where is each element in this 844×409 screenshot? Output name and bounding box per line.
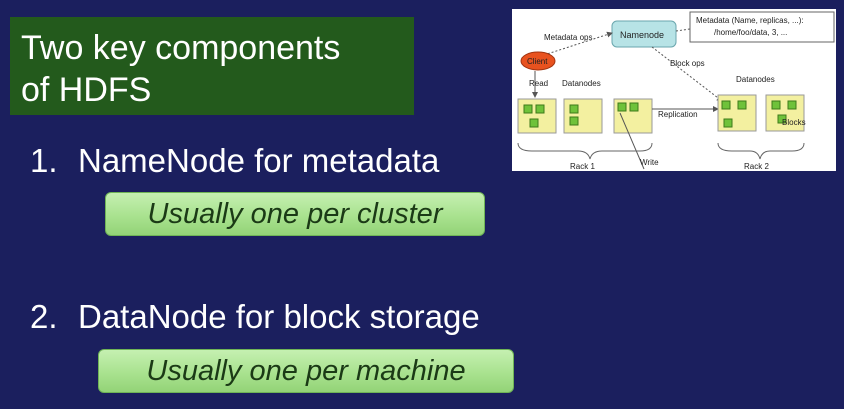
blocks-label: Blocks xyxy=(782,118,806,127)
block-ops-arrow xyxy=(651,46,723,102)
block-square xyxy=(535,104,545,114)
write-label: Write xyxy=(640,158,659,167)
datanodes-right-label: Datanodes xyxy=(736,75,775,84)
datanode-box xyxy=(517,98,557,134)
rack-1-label: Rack 1 xyxy=(570,162,595,171)
datanode-box xyxy=(563,98,603,134)
datanodes-left-label: Datanodes xyxy=(562,79,601,88)
block-square xyxy=(721,100,731,110)
namenode-label: Namenode xyxy=(620,30,664,40)
metadata-link xyxy=(675,28,691,32)
client-label: Client xyxy=(527,57,548,66)
write-arrow xyxy=(619,112,645,170)
read-label: Read xyxy=(529,79,548,88)
metadata-ops-label: Metadata ops xyxy=(544,33,592,42)
list-item-namenode: 1. NameNode for metadata xyxy=(30,142,439,180)
block-square xyxy=(777,114,787,124)
list-item-number: 1. xyxy=(30,142,58,179)
slide-title: Two key components of HDFS xyxy=(10,17,414,115)
block-square xyxy=(737,100,747,110)
block-square xyxy=(629,102,639,112)
note-pill-namenode: Usually one per cluster xyxy=(105,192,485,236)
list-item-datanode: 2. DataNode for block storage xyxy=(30,298,480,336)
block-square xyxy=(569,104,579,114)
rack-2-brace xyxy=(717,142,805,160)
block-square xyxy=(787,100,797,110)
hdfs-architecture-diagram: Namenode Metadata (Name, replicas, ...):… xyxy=(512,9,836,171)
block-ops-label: Block ops xyxy=(670,59,705,68)
slide-title-line-2: of HDFS xyxy=(21,71,152,109)
list-item-text: DataNode for block storage xyxy=(78,298,480,335)
block-square xyxy=(569,116,579,126)
metadata-line-2: /home/foo/data, 3, ... xyxy=(714,28,787,37)
block-square xyxy=(617,102,627,112)
rack-2-label: Rack 2 xyxy=(744,162,769,171)
block-square xyxy=(523,104,533,114)
list-item-text: NameNode for metadata xyxy=(78,142,440,179)
list-item-number: 2. xyxy=(30,298,58,335)
note-pill-datanode: Usually one per machine xyxy=(98,349,514,393)
client-node xyxy=(520,51,556,71)
metadata-box xyxy=(689,11,835,43)
block-square xyxy=(723,118,733,128)
metadata-line-1: Metadata (Name, replicas, ...): xyxy=(696,16,804,25)
block-square xyxy=(771,100,781,110)
block-square xyxy=(529,118,539,128)
rack-1-brace xyxy=(517,142,653,160)
slide-title-line-1: Two key components xyxy=(21,29,341,67)
replication-label: Replication xyxy=(658,110,698,119)
